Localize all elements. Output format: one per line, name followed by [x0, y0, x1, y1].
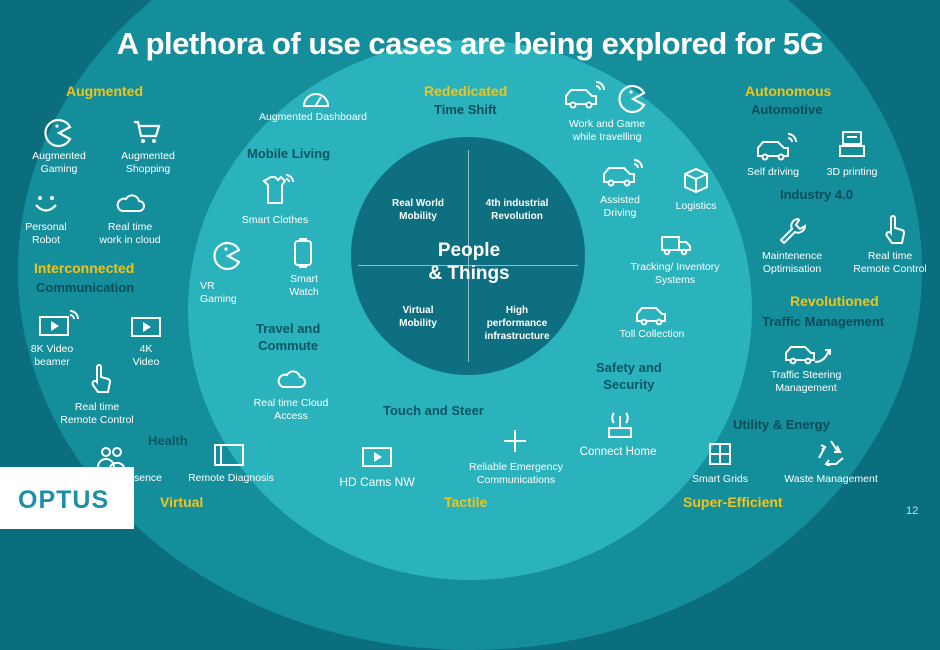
label-maintenance: Maintenence Optimisation [761, 250, 823, 275]
label-personal-robot: Personal Robot [25, 221, 67, 246]
category-augmented: Augmented [66, 83, 143, 99]
label-4k-video: 4K Video [132, 343, 160, 368]
label-cloud-access: Real time Cloud Access [253, 397, 329, 422]
video-icon [130, 316, 162, 338]
label-3d-printing: 3D printing [826, 166, 878, 178]
label-connect-home: Connect Home [579, 446, 657, 458]
pacman-icon [43, 118, 73, 148]
printer-3d-icon [838, 130, 866, 160]
shopping-cart-icon [132, 118, 162, 146]
label-augmented-shopping: Augmented Shopping [121, 150, 175, 175]
label-augmented-gaming: Augmented Gaming [32, 150, 86, 175]
label-realtime-cloud: Real time work in cloud [99, 221, 161, 246]
section-travel-commute: Travel and Commute [256, 321, 321, 353]
cloud-icon [114, 192, 146, 214]
people-icon [96, 445, 126, 469]
label-self-driving: Self driving [747, 166, 799, 178]
label-traffic-steering: Traffic Steering Management [770, 369, 842, 394]
label-toll-collection: Toll Collection [619, 328, 685, 340]
truck-icon [660, 234, 692, 256]
core-title: People & Things [428, 240, 510, 284]
core-quadrant-virtual: Virtual Mobility [399, 305, 437, 329]
plus-icon [502, 428, 528, 454]
gauge-icon [301, 88, 331, 108]
category-interconnected: Interconnected [34, 260, 135, 276]
pacman-icon [212, 241, 242, 271]
logo-background [0, 467, 134, 529]
slide-title: A plethora of use cases are being explor… [116, 26, 824, 61]
car-signal-icon [754, 132, 800, 162]
category-revolutioned: Revolutioned [790, 293, 879, 309]
page-number: 12 [906, 505, 919, 517]
label-remote-control-left: Real time Remote Control [60, 401, 134, 426]
label-assisted-driving: Assisted Driving [600, 194, 640, 219]
smart-watch-icon [292, 238, 314, 268]
hand-pointer-icon [88, 363, 114, 395]
label-remote-control-right: Real time Remote Control [853, 250, 927, 275]
category-rededicated: Rededicated [424, 83, 508, 99]
core-quadrant-performance: High performance infrastructure [484, 305, 550, 342]
label-8k-video: 8K Video beamer [30, 343, 74, 368]
label-tracking-inventory: Tracking/ Inventory Systems [630, 261, 720, 286]
subcategory-utility: Utility & Energy [733, 417, 830, 432]
label-waste-management: Waste Management [784, 473, 878, 485]
category-tactile: Tactile [444, 494, 488, 510]
car-signal-icon [562, 80, 608, 110]
label-vr-gaming: VR Gaming [200, 280, 237, 305]
category-autonomous: Autonomous [745, 83, 832, 99]
label-augmented-dashboard: Augmented Dashboard [259, 111, 367, 123]
package-icon [682, 166, 710, 194]
label-logistics: Logistics [675, 200, 717, 212]
category-health: Health [148, 433, 188, 448]
hand-pointer-icon [882, 214, 908, 246]
car-icon [634, 302, 668, 326]
section-mobile-living: Mobile Living [247, 146, 331, 161]
label-smart-clothes: Smart Clothes [241, 214, 309, 226]
recycle-icon [816, 438, 846, 466]
smart-shirt-icon [258, 171, 296, 209]
video-stream-icon [38, 307, 82, 337]
cloud-icon [275, 368, 307, 390]
grid-icon [708, 442, 732, 466]
label-remote-diagnosis: Remote Diagnosis [188, 472, 274, 484]
wrench-icon [778, 216, 808, 246]
label-smart-grids: Smart Grids [691, 473, 748, 485]
car-signal-icon [600, 158, 646, 188]
label-hd-cams: HD Cams NW [339, 475, 415, 489]
section-touch-steer: Touch and Steer [383, 403, 484, 418]
smiley-icon [32, 192, 60, 216]
router-icon [605, 408, 635, 440]
subcategory-automotive: Automotive [751, 102, 823, 117]
car-arrow-icon [783, 340, 833, 368]
monitor-icon [213, 443, 245, 467]
category-virtual: Virtual [160, 494, 204, 510]
label-emergency-comms: Reliable Emergency Communications [469, 461, 563, 486]
subcategory-traffic-management: Traffic Management [762, 314, 885, 329]
label-work-game: Work and Game while travelling [568, 118, 646, 143]
section-safety-security: Safety and Security [596, 360, 662, 392]
pacman-icon [617, 84, 647, 114]
category-super-efficient: Super-Efficient [683, 494, 783, 510]
video-icon [361, 446, 393, 468]
subcategory-time-shift: Time Shift [434, 102, 497, 117]
core-quadrant-industrial: 4th industrial Revolution [485, 198, 549, 222]
label-smart-watch: Smart Watch [289, 273, 319, 298]
subcategory-industry: Industry 4.0 [780, 187, 853, 202]
label-presence: sence [134, 472, 163, 484]
optus-logo: OPTUS [18, 486, 110, 514]
subcategory-communication: Communication [36, 280, 135, 295]
core-quadrant-real-world: Real World Mobility [391, 198, 445, 222]
core-divider-vertical [468, 150, 469, 362]
